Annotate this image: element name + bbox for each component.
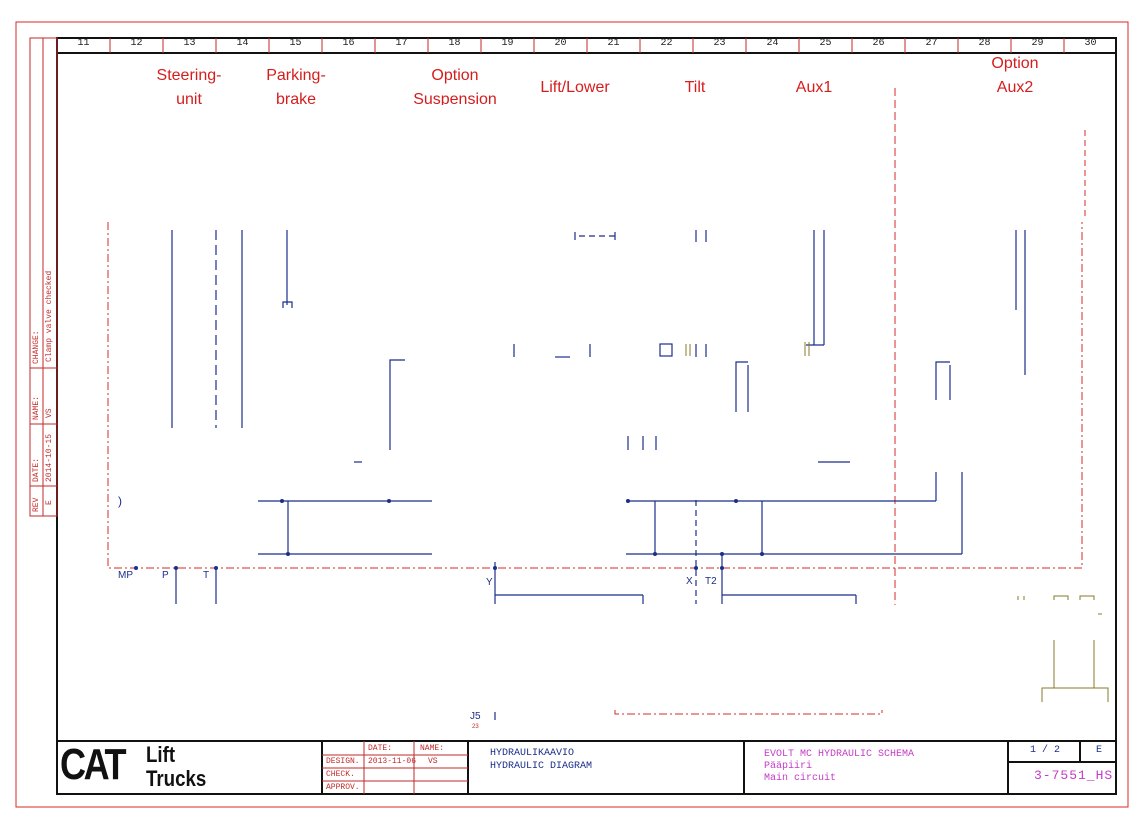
title-english: HYDRAULIC DIAGRAM (490, 761, 593, 772)
name-header: NAME: (420, 744, 445, 753)
column-number: 24 (766, 38, 779, 49)
rev-change-value: Clamp valve checked (45, 270, 54, 362)
title-finnish: HYDRAULIKAAVIO (490, 748, 575, 759)
section-label-line1: Lift/Lower (540, 79, 610, 96)
section-label-line2: Suspension (413, 91, 497, 105)
hydraulic-lines (171, 230, 1026, 720)
valve-block-boundary (107, 222, 1083, 569)
sheet-number: 1 / 2 (1030, 745, 1061, 756)
section-option-aux2: Option Aux2 (970, 52, 1060, 100)
port-t2: T2 (705, 576, 717, 587)
column-number: 23 (713, 38, 726, 49)
description-line1: EVOLT MC HYDRAULIC SCHEMA (764, 749, 915, 760)
description-line2: Pääpiiri (764, 761, 813, 772)
port-y: Y (486, 577, 493, 588)
rev-value: E (45, 500, 54, 505)
section-label-line1: Tilt (684, 79, 706, 96)
rev-date-value: 2014-10-15 (45, 433, 54, 482)
bracket-symbol: ) (118, 494, 122, 508)
check-label: CHECK. (326, 770, 355, 779)
column-number: 26 (872, 38, 885, 49)
column-number: 21 (607, 38, 620, 49)
description-line3: Main circuit (764, 773, 837, 784)
approv-label: APPROV. (326, 783, 360, 792)
column-number: 20 (554, 38, 567, 49)
outer-border (15, 21, 1129, 808)
design-date: 2013-11-06 (368, 757, 417, 766)
port-mp: MP (118, 570, 133, 581)
column-number: 13 (183, 38, 196, 49)
port-j5-sheet-ref: 23 (472, 724, 479, 730)
column-number: 16 (342, 38, 355, 49)
cat-logo-lift: Lift (146, 742, 176, 767)
date-header: DATE: (368, 744, 393, 753)
section-label-line1: Steering- (156, 67, 222, 84)
design-name: VS (428, 757, 438, 766)
column-number: 18 (448, 38, 461, 49)
section-tilt: Tilt (660, 76, 730, 102)
section-label-line1: Aux1 (795, 79, 833, 96)
section-label-line1: Option (431, 67, 479, 84)
section-parking-brake: Parking- brake (250, 64, 342, 105)
cat-logo-mark: CAT (60, 740, 127, 789)
port-x: X (686, 576, 693, 587)
section-lift-lower: Lift/Lower (520, 76, 630, 102)
port-p: P (162, 570, 169, 581)
section-label-line2: brake (275, 91, 317, 105)
section-label-line1: Option (991, 55, 1039, 72)
rev-name-value: VS (45, 408, 54, 418)
column-number: 17 (395, 38, 408, 49)
cat-logo: CAT Lift Trucks (60, 740, 218, 792)
junction-dots (134, 499, 764, 570)
column-number: 15 (289, 38, 302, 49)
revision-letter: E (1096, 745, 1103, 756)
column-number: 25 (819, 38, 832, 49)
design-label: DESIGN. (326, 757, 360, 766)
column-number: 28 (978, 38, 991, 49)
port-j5: J5 (470, 711, 481, 722)
section-label-line1: Parking- (266, 67, 326, 84)
column-number: 27 (925, 38, 938, 49)
column-number: 30 (1084, 38, 1097, 49)
olive-components (685, 342, 1109, 702)
rev-change-label: CHANGE: (32, 330, 41, 364)
port-t: T (203, 570, 210, 581)
rev-label: REV (32, 497, 41, 512)
section-label-line2: unit (176, 91, 202, 105)
cat-logo-trucks: Trucks (146, 766, 207, 791)
column-number: 19 (501, 38, 514, 49)
section-option-suspension: Option Suspension (400, 64, 510, 105)
column-number: 11 (77, 38, 90, 49)
column-number: 22 (660, 38, 673, 49)
section-steering-unit: Steering- unit (140, 64, 238, 105)
column-number: 14 (236, 38, 249, 49)
rev-date-label: DATE: (32, 457, 41, 482)
section-aux1: Aux1 (774, 76, 854, 102)
column-number: 29 (1031, 38, 1044, 49)
section-label-line2: Aux2 (996, 79, 1034, 96)
rev-name-label: NAME: (32, 395, 41, 420)
drawing-number: 3-7551_HS (1034, 768, 1114, 783)
column-dividers (109, 38, 1065, 53)
column-number: 12 (130, 38, 143, 49)
